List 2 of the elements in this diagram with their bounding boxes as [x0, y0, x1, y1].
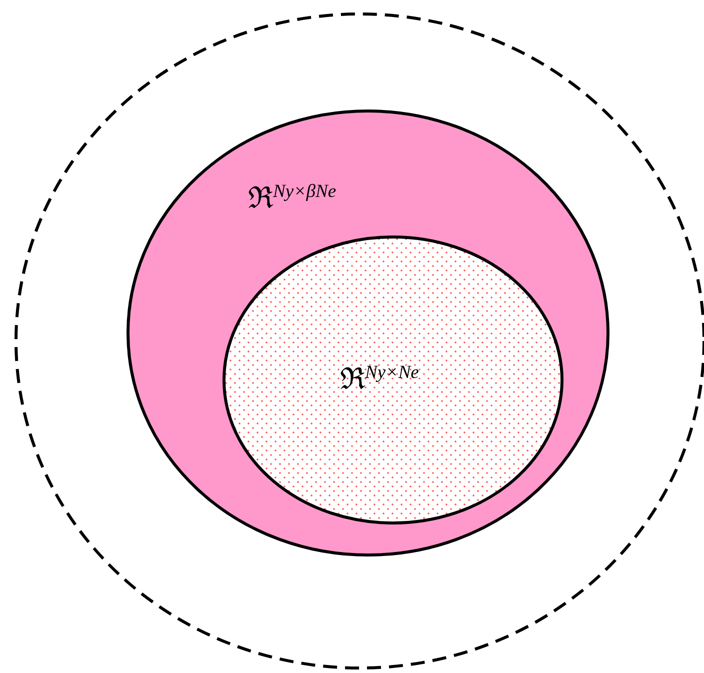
- set-label: ℜ$^{Ny×βNe}$: [248, 183, 336, 214]
- set-label: ℜ$^{Ny×Ne}$: [340, 364, 419, 395]
